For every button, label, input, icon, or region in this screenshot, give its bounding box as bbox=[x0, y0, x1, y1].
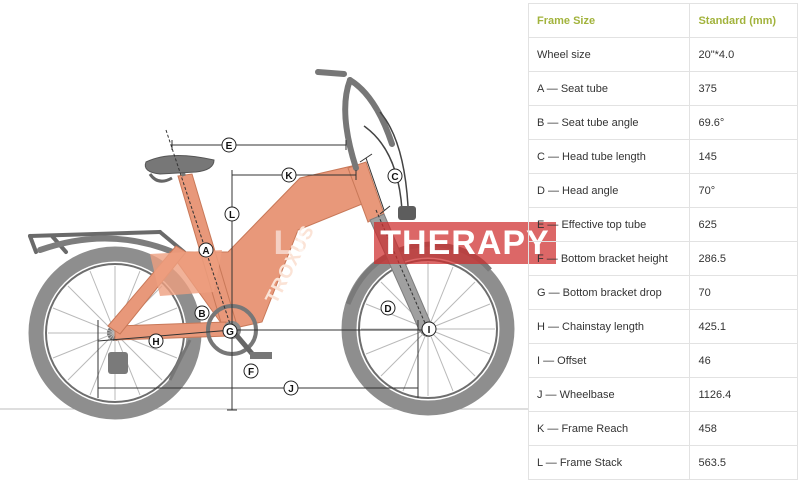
row-value: 425.1 bbox=[689, 309, 798, 344]
row-value: 145 bbox=[689, 139, 798, 174]
row-name: E — Effective top tube bbox=[527, 207, 691, 242]
handlebar bbox=[315, 69, 395, 171]
table-row: Wheel size 20"*4.0 bbox=[527, 37, 798, 72]
table-row: L — Frame Stack 563.5 bbox=[527, 445, 798, 480]
dimension-markers: E K L C A bbox=[148, 137, 437, 396]
saddle bbox=[144, 154, 215, 175]
table-row: J — Wheelbase 1126.4 bbox=[527, 377, 798, 412]
row-name: H — Chainstay length bbox=[527, 309, 691, 344]
row-value: 69.6° bbox=[689, 105, 798, 140]
table-row: I — Offset 46 bbox=[527, 343, 798, 378]
marker-c: C bbox=[387, 168, 403, 184]
row-value: 70 bbox=[689, 275, 798, 310]
row-value: 20"*4.0 bbox=[689, 37, 798, 72]
marker-b: B bbox=[194, 305, 210, 321]
row-name: A — Seat tube bbox=[527, 71, 691, 106]
row-name: F — Bottom bracket height bbox=[527, 241, 691, 276]
table-row: F — Bottom bracket height 286.5 bbox=[527, 241, 798, 276]
row-name: I — Offset bbox=[527, 343, 691, 378]
marker-j: J bbox=[283, 380, 299, 396]
row-value: 375 bbox=[689, 71, 798, 106]
svg-text:K: K bbox=[285, 171, 293, 182]
row-name: C — Head tube length bbox=[527, 139, 691, 174]
row-value: 286.5 bbox=[689, 241, 798, 276]
marker-i: I bbox=[421, 321, 437, 337]
row-value: 563.5 bbox=[689, 445, 798, 480]
table-row: D — Head angle 70° bbox=[527, 173, 798, 208]
svg-text:A: A bbox=[202, 246, 209, 257]
bike-geometry-diagram: TROXUS bbox=[0, 69, 556, 420]
kickstand bbox=[168, 339, 192, 381]
row-name: K — Frame Reach bbox=[527, 411, 691, 446]
table-row: H — Chainstay length 425.1 bbox=[527, 309, 798, 344]
marker-k: K bbox=[281, 167, 297, 183]
row-name: D — Head angle bbox=[527, 173, 691, 208]
svg-text:E: E bbox=[226, 141, 233, 152]
row-value: 1126.4 bbox=[689, 377, 798, 412]
marker-g: G bbox=[222, 323, 238, 339]
svg-text:J: J bbox=[288, 384, 294, 395]
row-value: 458 bbox=[689, 411, 798, 446]
svg-text:F: F bbox=[248, 367, 254, 378]
marker-f: F bbox=[243, 363, 259, 379]
header-standard-mm: Standard (mm) bbox=[689, 3, 798, 38]
geometry-spec-table: Frame Size Standard (mm) Wheel size 20"*… bbox=[527, 3, 798, 480]
header-frame-size: Frame Size bbox=[527, 3, 691, 38]
svg-text:B: B bbox=[198, 309, 205, 320]
row-name: J — Wheelbase bbox=[527, 377, 691, 412]
table-row: A — Seat tube 375 bbox=[527, 71, 798, 106]
row-name: G — Bottom bracket drop bbox=[527, 275, 691, 310]
marker-d: D bbox=[380, 300, 396, 316]
table-row: E — Effective top tube 625 bbox=[527, 207, 798, 242]
table-row: C — Head tube length 145 bbox=[527, 139, 798, 174]
row-value: 625 bbox=[689, 207, 798, 242]
row-name: Wheel size bbox=[527, 37, 691, 72]
row-value: 70° bbox=[689, 173, 798, 208]
svg-text:H: H bbox=[152, 337, 159, 348]
svg-text:L: L bbox=[229, 210, 235, 221]
watermark-left-text: LUNG bbox=[273, 224, 374, 262]
table-row: G — Bottom bracket drop 70 bbox=[527, 275, 798, 310]
row-value: 46 bbox=[689, 343, 798, 378]
front-light bbox=[398, 206, 416, 220]
svg-text:I: I bbox=[428, 325, 431, 336]
marker-l: L bbox=[224, 206, 240, 222]
row-name: L — Frame Stack bbox=[527, 445, 691, 480]
svg-text:G: G bbox=[226, 327, 234, 338]
watermark-banner: THERAPY bbox=[374, 222, 556, 264]
marker-h: H bbox=[148, 333, 164, 349]
row-name: B — Seat tube angle bbox=[527, 105, 691, 140]
table-row: K — Frame Reach 458 bbox=[527, 411, 798, 446]
rear-derailleur bbox=[108, 352, 128, 374]
svg-text:D: D bbox=[384, 304, 391, 315]
marker-a: A bbox=[198, 242, 214, 258]
marker-e: E bbox=[221, 137, 237, 153]
svg-text:C: C bbox=[391, 172, 398, 183]
table-row: B — Seat tube angle 69.6° bbox=[527, 105, 798, 140]
bike-illustration: TROXUS bbox=[0, 69, 528, 420]
table-header-row: Frame Size Standard (mm) bbox=[527, 3, 798, 38]
